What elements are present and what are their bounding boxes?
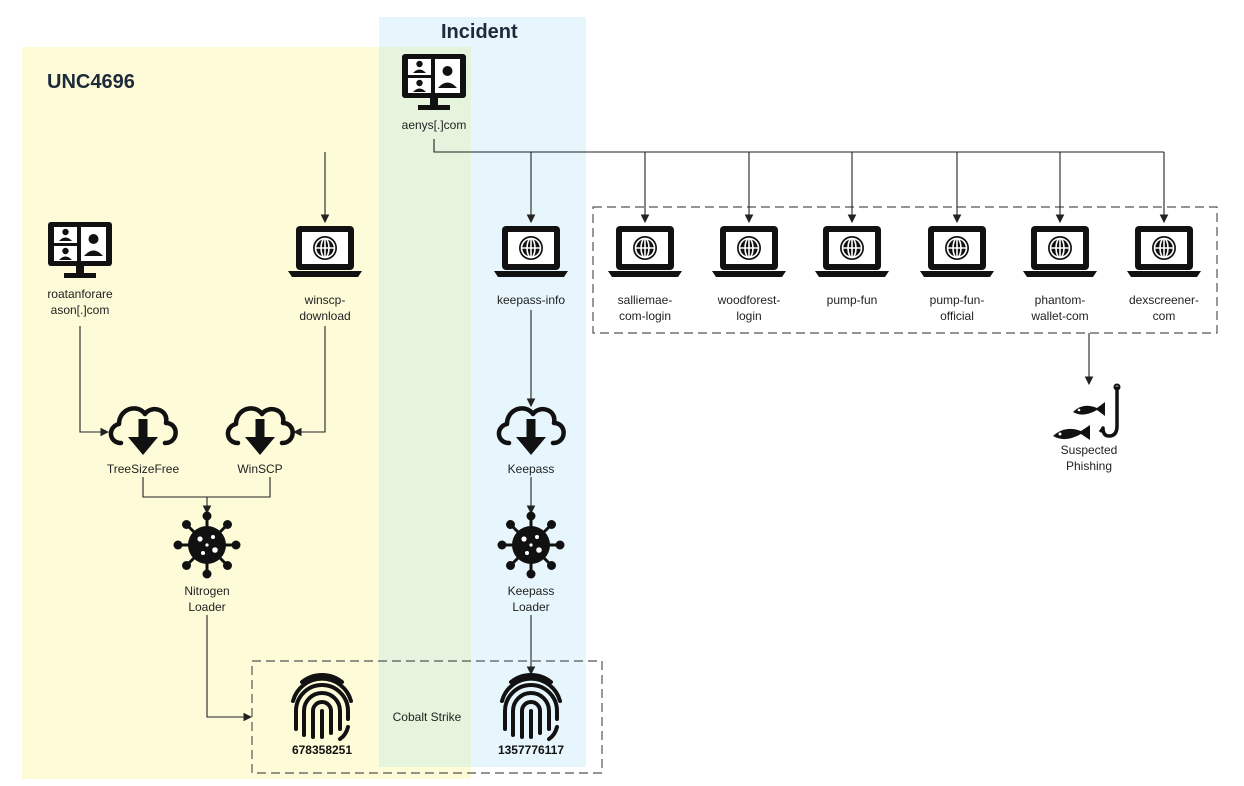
node-pump-fun-label: pump-fun xyxy=(826,293,878,307)
hash-678358251: 678358251 xyxy=(291,743,353,757)
node-winscp-label: WinSCP xyxy=(237,462,283,476)
phishing-sites-group xyxy=(592,206,1218,334)
edge-roatan-to-treesize xyxy=(79,326,110,437)
globe-laptop-icon xyxy=(1126,225,1202,278)
globe-laptop-icon xyxy=(919,225,995,278)
globe-laptop-icon xyxy=(711,225,787,278)
node-treesizefree-label: TreeSizeFree xyxy=(106,462,180,476)
node-aenys-label: aenys[.]com xyxy=(401,118,467,132)
unc4696-zone-title: UNC4696 xyxy=(47,71,135,93)
overlap-zone xyxy=(379,47,471,767)
node-suspected-phishing-label: Suspected Phishing xyxy=(1060,443,1118,473)
edge-aenys-bus xyxy=(433,139,1164,153)
node-winscp-download-label: winscp- download xyxy=(299,293,351,323)
globe-laptop-icon xyxy=(493,225,569,278)
cobalt-strike-label: Cobalt Strike xyxy=(392,710,462,724)
edge-winscpdl-to-winscp xyxy=(292,326,326,437)
node-keepass-label: Keepass xyxy=(507,462,555,476)
edge-nitrogen-to-hash1 xyxy=(206,615,253,722)
node-dexscreener-label: dexscreener- com xyxy=(1128,293,1200,323)
node-pump-fun-official-label: pump-fun- official xyxy=(929,293,985,323)
globe-laptop-icon xyxy=(287,225,363,278)
incident-zone-title: Incident xyxy=(441,21,518,43)
globe-laptop-icon xyxy=(607,225,683,278)
phishing-fish-hook-icon xyxy=(1051,382,1122,442)
virus-icon xyxy=(496,510,566,580)
virus-icon xyxy=(172,510,242,580)
node-phantom-label: phantom- wallet-com xyxy=(1031,293,1089,323)
globe-laptop-icon xyxy=(1022,225,1098,278)
hash-1357776117: 1357776117 xyxy=(497,743,565,757)
node-keepass-info-label: keepass-info xyxy=(496,293,566,307)
globe-laptop-icon xyxy=(814,225,890,278)
node-keepass-loader-label: Keepass Loader xyxy=(507,584,555,614)
node-salliemae-label: salliemae- com-login xyxy=(617,293,673,323)
node-nitrogen-loader-label: Nitrogen Loader xyxy=(184,584,230,614)
node-woodforest-label: woodforest- login xyxy=(717,293,781,323)
node-roatan-label: roatanforare ason[.]com xyxy=(47,287,113,317)
